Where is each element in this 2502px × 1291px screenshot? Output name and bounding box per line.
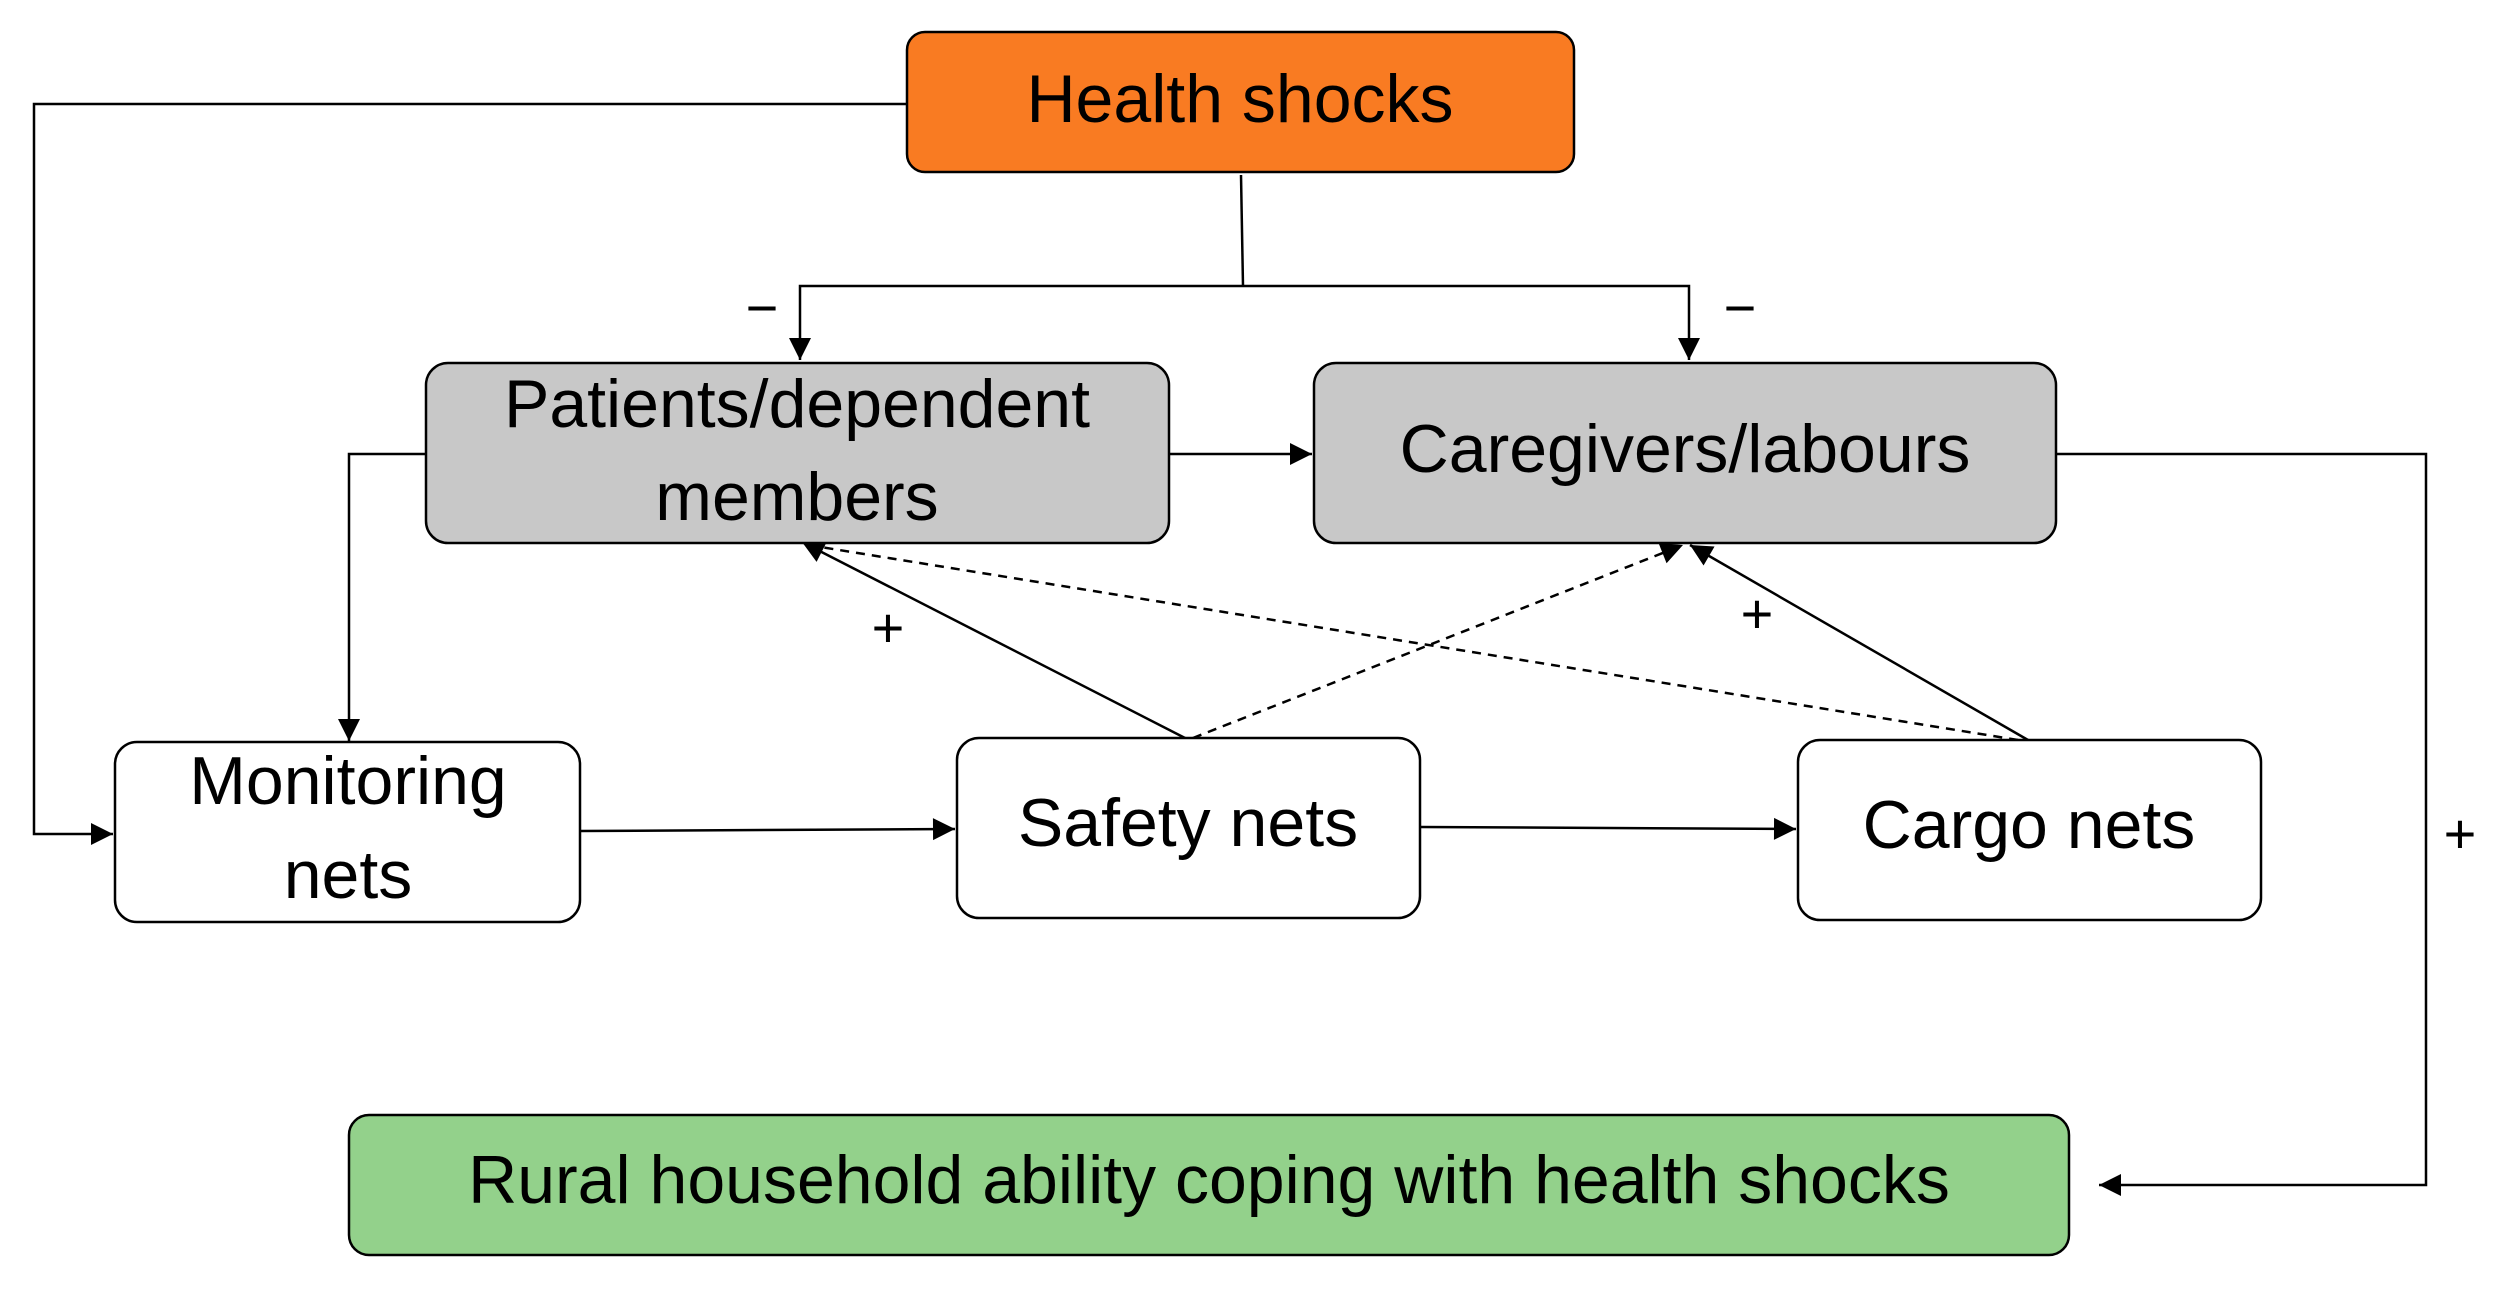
- node-outcome-box: [347, 1113, 2071, 1257]
- edge-health-shocks-to-patients: [789, 284, 1243, 360]
- node-monitoring-nets-box: [113, 740, 582, 924]
- sign-minus-caregivers: −: [1724, 276, 1757, 339]
- node-caregivers-label: Caregivers/labours: [1400, 411, 1971, 487]
- node-outcome-label: Rural household ability coping with heal…: [468, 1142, 1950, 1218]
- node-caregivers: Caregivers/labours: [1312, 361, 2058, 545]
- sign-plus-caregivers-outcome: +: [2444, 802, 2477, 865]
- edge-caregivers-to-outcome: [2056, 452, 2428, 1196]
- edge-health-shocks-to-caregivers: [1243, 284, 1700, 360]
- node-patients-box: [424, 361, 1171, 545]
- edge-cargo-to-patients-dashed: [807, 543, 2019, 742]
- node-caregivers-box: [1312, 361, 2058, 545]
- node-cargo-nets-box: [1796, 738, 2263, 922]
- edge-safety-to-patients: [801, 540, 1186, 740]
- node-safety-nets-box: [955, 736, 1422, 920]
- node-health-shocks-box: [905, 30, 1576, 174]
- edge-patients-to-monitoring: [338, 452, 426, 741]
- edges: [32, 102, 2428, 1196]
- sign-minus-patients: −: [746, 276, 779, 339]
- node-monitoring-nets: Monitoring nets: [113, 740, 582, 924]
- node-cargo-nets-label: Cargo nets: [1863, 787, 2196, 863]
- node-safety-nets-label: Safety nets: [1018, 785, 1358, 861]
- edge-health-shocks-to-monitoring: [32, 102, 907, 845]
- edge-signs: − − + + +: [746, 276, 2477, 865]
- edge-cargo-to-caregivers: [1689, 543, 2029, 742]
- edge-safety-to-caregivers-dashed: [1192, 542, 1684, 740]
- node-monitoring-nets-label-line2: nets: [284, 837, 413, 913]
- node-health-shocks: Health shocks: [905, 30, 1576, 174]
- sign-plus-cargo-caregivers: +: [1741, 582, 1774, 645]
- node-monitoring-nets-label-line1: Monitoring: [189, 743, 507, 819]
- node-cargo-nets: Cargo nets: [1796, 738, 2263, 922]
- edge-safety-to-cargo: [1419, 817, 1797, 840]
- edge-monitoring-to-safety: [579, 818, 956, 841]
- node-health-shocks-label: Health shocks: [1026, 61, 1453, 137]
- node-safety-nets: Safety nets: [955, 736, 1422, 920]
- edge-health-shocks-trunk: [1239, 174, 1245, 287]
- node-patients: Patients/dependent members: [424, 361, 1171, 545]
- node-outcome: Rural household ability coping with heal…: [347, 1113, 2071, 1257]
- node-patients-label-line1: Patients/dependent: [504, 366, 1090, 442]
- node-patients-label-line2: members: [655, 459, 938, 535]
- sign-plus-safety-patients: +: [872, 596, 905, 659]
